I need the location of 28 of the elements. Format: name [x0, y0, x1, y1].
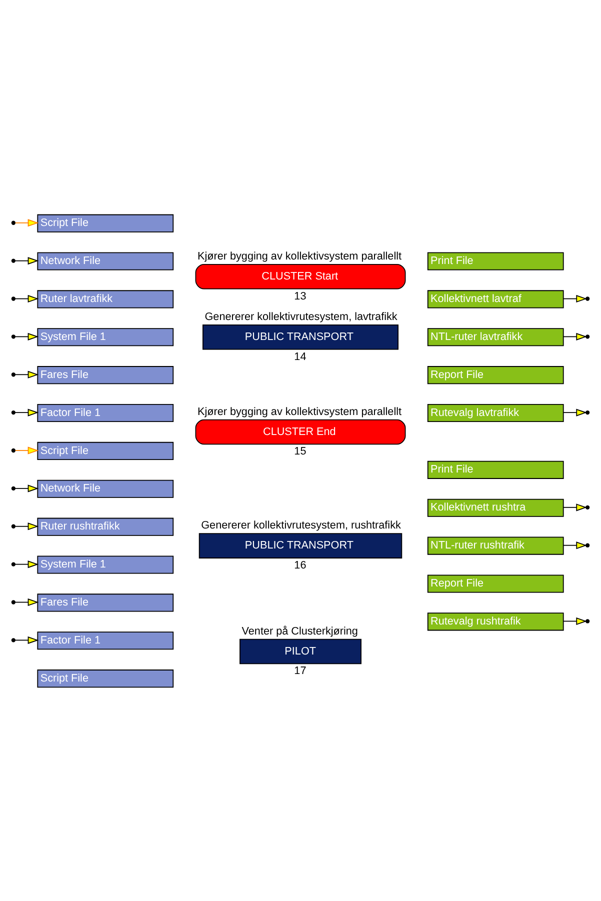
- arrow: [14, 408, 39, 416]
- arrow: [14, 219, 39, 227]
- arrow: [14, 560, 39, 568]
- node-label: Genererer kollektivrutesystem, lavtrafikk: [204, 311, 398, 324]
- node-label: Genererer kollektivrutesystem, rushtrafikk: [201, 520, 401, 532]
- arrow: [14, 484, 39, 492]
- arrow: [563, 332, 588, 340]
- arrow: [563, 504, 588, 512]
- node-label: 17: [294, 665, 306, 678]
- arrow: [14, 294, 39, 303]
- node-label: 15: [294, 446, 306, 458]
- arrow: [14, 522, 39, 530]
- arrow: [14, 257, 39, 265]
- arrow: [14, 370, 39, 378]
- node-label: Kjører bygging av kollektivsystem parallellt: [198, 406, 402, 418]
- node-label: 14: [294, 350, 306, 363]
- node-label: 16: [294, 559, 306, 572]
- arrow: [563, 294, 588, 303]
- arrow: [563, 408, 588, 416]
- arrow: [563, 617, 588, 626]
- arrow: [14, 332, 39, 340]
- arrow: [563, 542, 588, 550]
- arrow: [14, 636, 39, 644]
- node-label: Venter på Clusterkjøring: [242, 625, 358, 638]
- node-label: Kjører bygging av kollektivsystem parallellt: [198, 250, 402, 263]
- node-label: 13: [294, 290, 306, 302]
- arrow: [14, 446, 39, 454]
- arrow: [14, 598, 39, 606]
